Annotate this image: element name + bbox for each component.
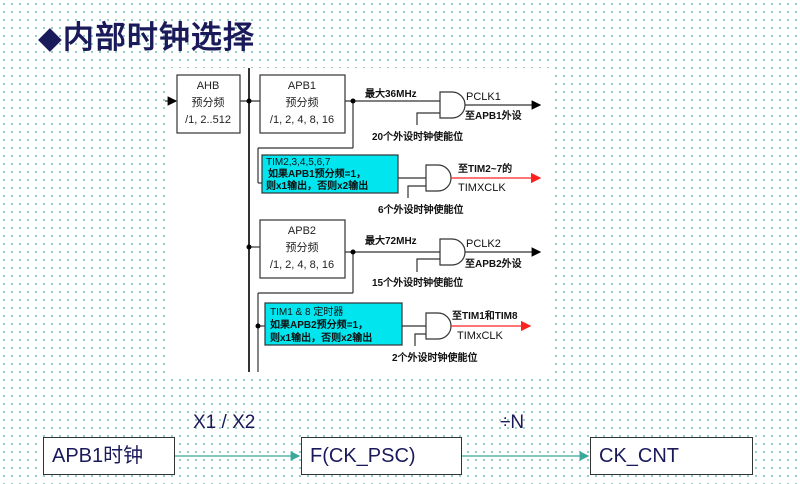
- apb1-div: /1, 2, 4, 8, 16: [270, 114, 334, 126]
- apb1-enable: 20个外设时钟使能位: [372, 130, 463, 143]
- tim-apb2-line2: 如果APB2预分频=1，: [270, 318, 368, 331]
- apb2-enable: 15个外设时钟使能位: [372, 276, 463, 289]
- slide-title: ◆内部时钟选择: [38, 20, 255, 56]
- apb2-sub: 预分频: [286, 240, 319, 254]
- and-gate-pclk2: [439, 238, 466, 266]
- apb1-label: APB1: [288, 80, 316, 92]
- apb1-clock-box: APB1时钟: [43, 437, 175, 475]
- tim2-7-dest: 至TIM2~7的: [458, 162, 512, 175]
- tim-apb2-box: [264, 302, 403, 346]
- and-gate-tim1-8: [425, 312, 452, 340]
- ahb-prescaler-box: [176, 74, 241, 134]
- timxclk-1: TIMXCLK: [458, 182, 506, 194]
- ahb-div: /1, 2..512: [185, 114, 231, 126]
- tim-apb1-enable: 6个外设时钟使能位: [378, 203, 464, 216]
- tim-apb1-line3: 则x1输出，否则x2输出: [266, 179, 368, 192]
- tim1-8-dest: 至TIM1和TIM8: [452, 309, 518, 322]
- ahb-label: AHB: [197, 80, 220, 92]
- pclk2-dest: 至APB2外设: [465, 257, 522, 270]
- tim-apb1-line1: TIM2,3,4,5,6,7: [266, 157, 331, 168]
- divider-label: ÷N: [500, 412, 525, 433]
- apb1-max: 最大36MHz: [365, 87, 417, 100]
- tim-apb2-enable: 2个外设时钟使能位: [392, 351, 478, 364]
- tim-apb2-line1: TIM1 & 8 定时器: [270, 305, 343, 318]
- clock-tree-diagram: AHB 预分频 /1, 2..512 APB1 预分频 /1, 2, 4, 8,…: [165, 68, 552, 373]
- apb2-div: /1, 2, 4, 8, 16: [270, 259, 334, 271]
- apb2-label: APB2: [288, 225, 316, 237]
- apb1-prescaler-box: [259, 74, 346, 134]
- tim-apb1-box: [261, 154, 399, 194]
- apb1-sub: 预分频: [286, 95, 319, 109]
- timxclk-2: TIMxCLK: [457, 330, 504, 342]
- tim-apb1-line2: 如果APB1预分频=1，: [268, 167, 366, 180]
- ahb-sub: 预分频: [192, 95, 225, 109]
- multiplier-label: X1 / X2: [193, 412, 256, 433]
- pclk1-dest: 至APB1外设: [465, 109, 522, 122]
- pclk2-label: PCLK2: [466, 238, 501, 250]
- and-gate-pclk1: [439, 91, 466, 119]
- and-gate-tim2-7: [425, 164, 452, 192]
- pclk1-label: PCLK1: [466, 91, 501, 103]
- clock-tree-svg: AHB 预分频 /1, 2..512 APB1 预分频 /1, 2, 4, 8,…: [165, 68, 542, 372]
- apb2-prescaler-box: [259, 219, 346, 279]
- apb2-max: 最大72MHz: [365, 234, 417, 247]
- counter-box: CK_CNT: [590, 437, 753, 475]
- tim-apb2-line3: 则x1输出，否则x2输出: [270, 331, 372, 344]
- prescaler-box: F(CK_PSC): [301, 437, 462, 475]
